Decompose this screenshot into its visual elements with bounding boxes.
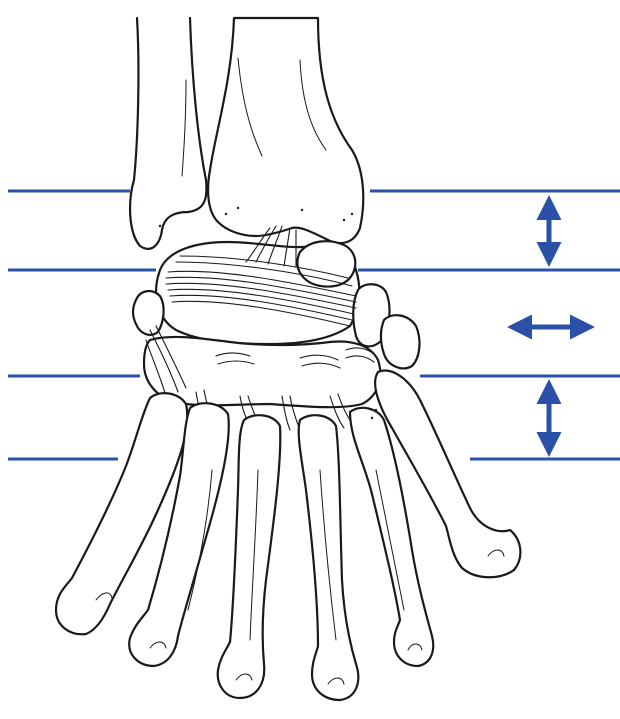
arrows xyxy=(512,200,590,452)
ulna xyxy=(130,18,206,249)
radius xyxy=(208,18,363,243)
fifth-metacarpal xyxy=(299,415,359,700)
forearm-bones xyxy=(130,18,363,249)
trapezium xyxy=(133,291,164,335)
fourth-metacarpal xyxy=(218,415,281,698)
carpal-bones xyxy=(133,241,389,407)
thumb-base xyxy=(381,315,419,368)
